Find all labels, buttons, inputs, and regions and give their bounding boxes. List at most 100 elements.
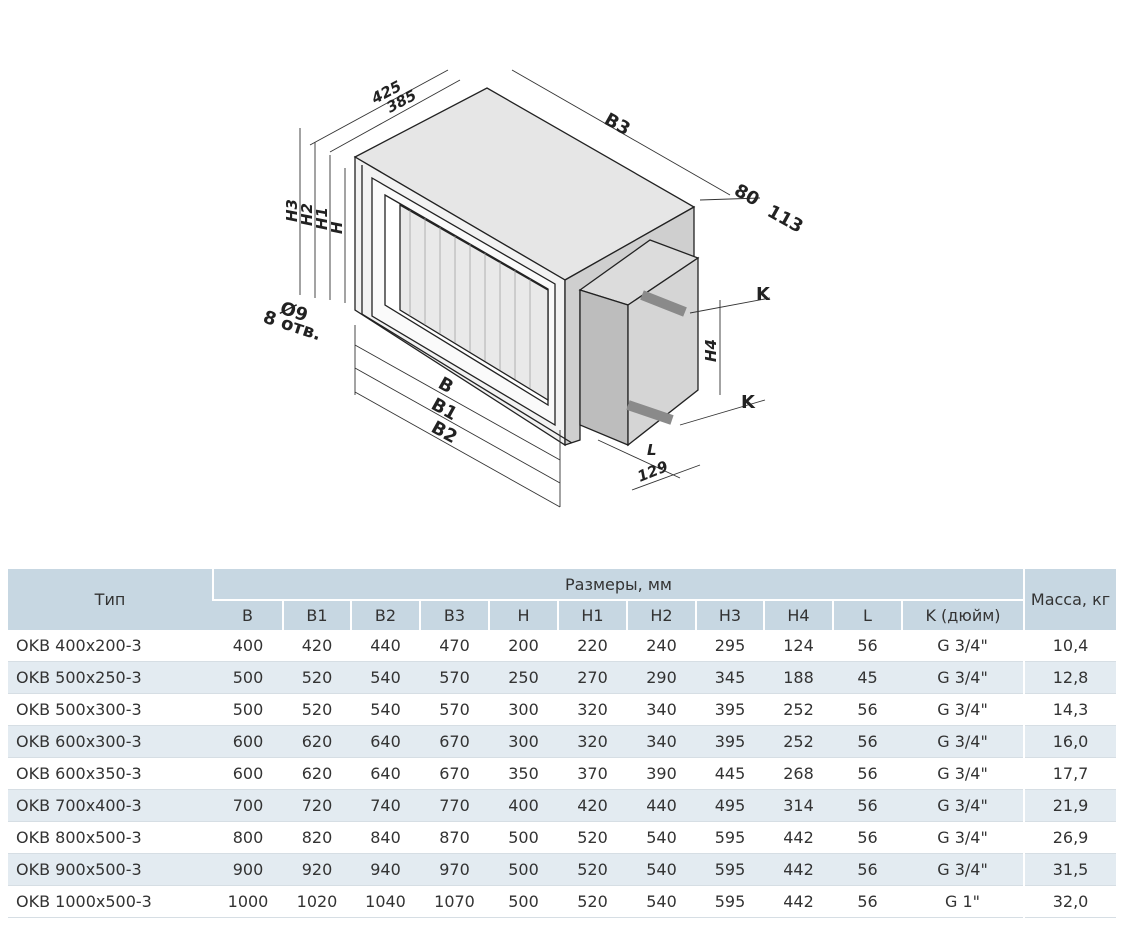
cell-value: 520 bbox=[558, 885, 627, 918]
cell-value: G 1" bbox=[902, 885, 1025, 918]
cell-type: OKB 600x350-3 bbox=[8, 757, 213, 790]
cell-value: 295 bbox=[696, 630, 764, 662]
dim-H2: H2 bbox=[298, 203, 316, 226]
cell-value: 1040 bbox=[351, 885, 420, 918]
cell-value: G 3/4" bbox=[902, 725, 1025, 758]
subheader-cell: L bbox=[832, 599, 902, 630]
cell-value: 340 bbox=[627, 725, 696, 758]
cell-value: 420 bbox=[558, 789, 627, 822]
cell-value: G 3/4" bbox=[902, 693, 1025, 726]
dim-L: L bbox=[647, 441, 657, 459]
cell-value: 700 bbox=[213, 789, 283, 822]
cell-mass: 14,3 bbox=[1023, 693, 1117, 726]
subheader-cell: H1 bbox=[557, 599, 627, 630]
cell-value: 940 bbox=[351, 853, 420, 886]
cell-value: 56 bbox=[833, 789, 902, 822]
cell-type: OKB 1000x500-3 bbox=[8, 885, 213, 918]
cell-value: 124 bbox=[764, 630, 833, 662]
cell-value: 500 bbox=[489, 853, 558, 886]
cell-value: 540 bbox=[351, 693, 420, 726]
cell-value: G 3/4" bbox=[902, 853, 1025, 886]
cell-value: 345 bbox=[696, 661, 764, 694]
cell-value: 320 bbox=[558, 693, 627, 726]
cell-value: 595 bbox=[696, 853, 764, 886]
subheader-cell: H bbox=[488, 599, 558, 630]
cell-value: 56 bbox=[833, 757, 902, 790]
cell-value: 520 bbox=[283, 661, 351, 694]
subheader-cell: B bbox=[213, 599, 283, 630]
cell-value: 540 bbox=[351, 661, 420, 694]
cell-value: 570 bbox=[420, 661, 489, 694]
cell-value: 1020 bbox=[283, 885, 351, 918]
cell-value: 320 bbox=[558, 725, 627, 758]
cell-value: 56 bbox=[833, 630, 902, 662]
cell-value: 520 bbox=[558, 821, 627, 854]
cell-value: 200 bbox=[489, 630, 558, 662]
cell-value: 250 bbox=[489, 661, 558, 694]
cell-value: 920 bbox=[283, 853, 351, 886]
cell-value: 900 bbox=[213, 853, 283, 886]
cell-value: 620 bbox=[283, 757, 351, 790]
cell-value: 495 bbox=[696, 789, 764, 822]
cell-value: 540 bbox=[627, 885, 696, 918]
cell-value: 300 bbox=[489, 693, 558, 726]
cell-value: 595 bbox=[696, 821, 764, 854]
header-type: Тип bbox=[8, 569, 213, 630]
cell-type: OKB 800x500-3 bbox=[8, 821, 213, 854]
cell-value: 314 bbox=[764, 789, 833, 822]
cell-value: 595 bbox=[696, 885, 764, 918]
cell-value: 350 bbox=[489, 757, 558, 790]
cell-value: 670 bbox=[420, 757, 489, 790]
cell-value: 770 bbox=[420, 789, 489, 822]
cell-value: 442 bbox=[764, 853, 833, 886]
cell-value: 400 bbox=[213, 630, 283, 662]
cell-value: 740 bbox=[351, 789, 420, 822]
cell-value: 640 bbox=[351, 725, 420, 758]
cell-value: 300 bbox=[489, 725, 558, 758]
cell-mass: 32,0 bbox=[1023, 885, 1117, 918]
subheader-cell: B2 bbox=[350, 599, 420, 630]
cell-value: 268 bbox=[764, 757, 833, 790]
cell-value: 400 bbox=[489, 789, 558, 822]
dim-H: H bbox=[328, 221, 346, 234]
cell-value: G 3/4" bbox=[902, 630, 1025, 662]
cell-value: 56 bbox=[833, 853, 902, 886]
cell-value: 500 bbox=[213, 693, 283, 726]
cell-value: G 3/4" bbox=[902, 821, 1025, 854]
subheader-cell: K (дюйм) bbox=[900, 599, 1025, 630]
cell-type: OKB 500x300-3 bbox=[8, 693, 213, 726]
cell-value: 370 bbox=[558, 757, 627, 790]
dimension-lines bbox=[299, 69, 771, 508]
cell-value: 252 bbox=[764, 725, 833, 758]
cell-value: 820 bbox=[283, 821, 351, 854]
subheader-cell: B3 bbox=[419, 599, 489, 630]
subheader-cell: H2 bbox=[626, 599, 696, 630]
dim-B2: B2 bbox=[428, 417, 461, 448]
cell-value: 540 bbox=[627, 821, 696, 854]
cell-value: 56 bbox=[833, 885, 902, 918]
cell-value: 252 bbox=[764, 693, 833, 726]
header-dimensions: Размеры, мм bbox=[211, 569, 1025, 600]
cell-value: G 3/4" bbox=[902, 789, 1025, 822]
cell-value: 500 bbox=[213, 661, 283, 694]
cell-value: 870 bbox=[420, 821, 489, 854]
cell-value: 290 bbox=[627, 661, 696, 694]
cell-value: 56 bbox=[833, 821, 902, 854]
dim-B3: B3 bbox=[601, 109, 634, 140]
cell-value: 970 bbox=[420, 853, 489, 886]
technical-drawing: 425 385 B3 80 113 H3 H2 H1 H Ø9 8 отв. B… bbox=[260, 69, 807, 508]
cell-value: G 3/4" bbox=[902, 661, 1025, 694]
cell-value: 600 bbox=[213, 725, 283, 758]
dim-H3: H3 bbox=[283, 199, 301, 222]
dim-H4: H4 bbox=[702, 339, 720, 362]
cell-value: 340 bbox=[627, 693, 696, 726]
dim-113: 113 bbox=[764, 201, 807, 238]
cell-value: 270 bbox=[558, 661, 627, 694]
